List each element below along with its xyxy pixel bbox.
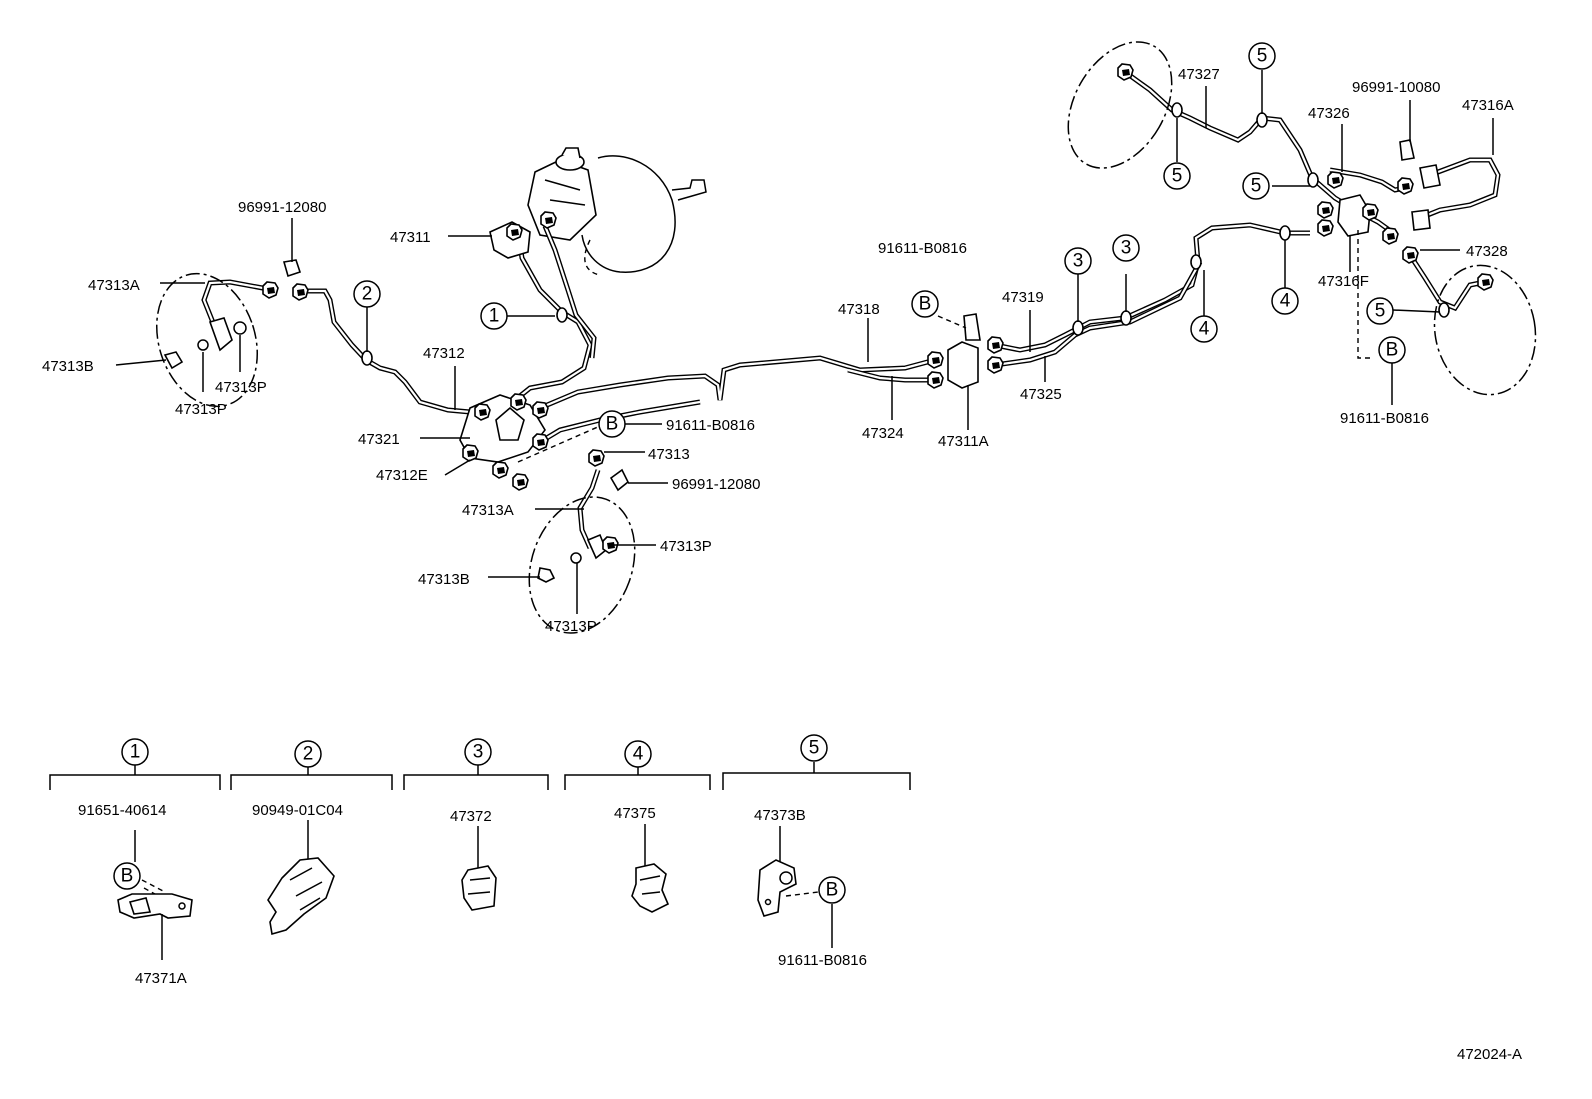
svg-text:5: 5	[1172, 166, 1183, 187]
svg-text:4: 4	[1199, 319, 1210, 340]
legend-marker-2: 2	[294, 740, 322, 768]
marker-1-diagram: 1	[480, 302, 508, 330]
marker-b-right: B	[1378, 336, 1406, 364]
legend-part-5: 47373B	[754, 807, 806, 824]
svg-text:3: 3	[473, 742, 484, 763]
legend-sub-1: 47371A	[135, 970, 187, 987]
drawing-code: 472024-A	[1457, 1046, 1522, 1063]
callout-47313P-center-a: 47313P	[660, 538, 712, 555]
fittings	[163, 63, 1494, 583]
legend-clip-4	[631, 824, 670, 913]
detail-rings	[155, 41, 1537, 634]
marker-5-diagram-c: 5	[1242, 172, 1270, 200]
callouts: 47311 96991-12080 47313A 47313B 47313P 4…	[42, 66, 1514, 635]
callout-47312: 47312	[423, 345, 465, 362]
svg-text:B: B	[826, 880, 839, 901]
svg-text:B: B	[1386, 340, 1399, 361]
legend-clip-1: B 47371A	[113, 830, 193, 987]
svg-text:B: B	[919, 294, 932, 315]
legend-clip-2	[267, 820, 335, 936]
callout-47316A: 47316A	[1462, 97, 1514, 114]
leader-lines	[115, 70, 1494, 614]
callout-47313: 47313	[648, 446, 690, 463]
callout-47313A-left: 47313A	[88, 277, 140, 294]
marker-b-upper: B	[911, 290, 939, 318]
svg-text:3: 3	[1121, 238, 1132, 259]
callout-91611-center: 91611-B0816	[666, 417, 755, 434]
legend-marker-5: 5	[800, 734, 828, 762]
svg-text:2: 2	[303, 744, 314, 765]
marker-5-diagram-d: 5	[1366, 297, 1394, 325]
callout-96991-12080-center: 96991-12080	[672, 476, 760, 493]
callout-47316F: 47316F	[1318, 273, 1369, 290]
callout-47318: 47318	[838, 301, 880, 318]
svg-text:5: 5	[1251, 176, 1262, 197]
callout-47313P-left-b: 47313P	[175, 401, 227, 418]
legend-part-1: 91651-40614	[78, 802, 166, 819]
legend-clip-3	[461, 826, 497, 911]
svg-text:3: 3	[1073, 251, 1084, 272]
callout-47313A-center: 47313A	[462, 502, 514, 519]
callout-91611-right: 91611-B0816	[1340, 410, 1429, 427]
callout-47311: 47311	[390, 229, 431, 246]
svg-text:1: 1	[489, 306, 500, 327]
marker-3-diagram-b: 3	[1112, 234, 1140, 262]
svg-text:5: 5	[1257, 46, 1268, 67]
callout-47313P-left-a: 47313P	[215, 379, 267, 396]
legend-part-3: 47372	[450, 808, 492, 825]
marker-2-diagram: 2	[353, 280, 381, 308]
callout-47313B-left: 47313B	[42, 358, 94, 375]
marker-4-diagram-b: 4	[1271, 287, 1299, 315]
callout-47326: 47326	[1308, 105, 1350, 122]
svg-text:5: 5	[809, 738, 820, 759]
svg-text:5: 5	[1375, 301, 1386, 322]
marker-5-diagram-a: 5	[1248, 42, 1276, 70]
clip-legend: 1 2 3 4 5 91651-40614 90949-01C04 47372 …	[49, 734, 911, 987]
svg-text:B: B	[606, 414, 619, 435]
legend-bolt-5: 91611-B0816	[778, 952, 867, 969]
legend-part-4: 47375	[614, 805, 656, 822]
legend-marker-1: 1	[121, 738, 149, 766]
circle-markers: 1 2 3 3 4 4 5 5 5 5 B B B	[353, 42, 1406, 438]
callout-47319: 47319	[1002, 289, 1044, 306]
callout-91611-upper: 91611-B0816	[878, 240, 967, 257]
callout-47312E: 47312E	[376, 467, 428, 484]
callout-47327: 47327	[1178, 66, 1220, 83]
callout-47313B-center: 47313B	[418, 571, 470, 588]
svg-text:2: 2	[362, 284, 373, 305]
legend-marker-4: 4	[624, 740, 652, 768]
svg-text:B: B	[121, 866, 134, 887]
marker-5-diagram-b: 5	[1163, 162, 1191, 190]
marker-4-diagram-a: 4	[1190, 315, 1218, 343]
legend-marker-3: 3	[464, 738, 492, 766]
legend-part-2: 90949-01C04	[252, 802, 343, 819]
legend-clip-5: B 91611-B0816	[757, 826, 867, 969]
svg-text:4: 4	[1280, 291, 1291, 312]
callout-47324: 47324	[862, 425, 904, 442]
callout-47321: 47321	[358, 431, 400, 448]
callout-96991-10080: 96991-10080	[1352, 79, 1440, 96]
callout-96991-12080-left: 96991-12080	[238, 199, 326, 216]
callout-47313P-center-b: 47313P	[545, 618, 597, 635]
callout-47328: 47328	[1466, 243, 1508, 260]
svg-text:4: 4	[633, 744, 644, 765]
svg-text:1: 1	[130, 742, 141, 763]
callout-47311A: 47311A	[938, 433, 989, 450]
marker-3-diagram-a: 3	[1064, 247, 1092, 275]
callout-47325: 47325	[1020, 386, 1062, 403]
marker-b-center: B	[598, 410, 626, 438]
